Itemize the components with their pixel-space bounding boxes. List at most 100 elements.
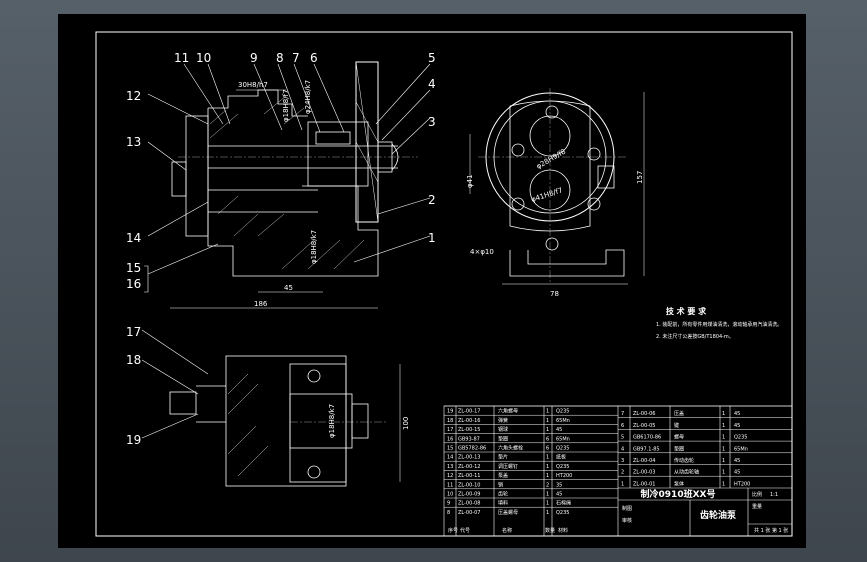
parts-qty: 1 <box>546 473 549 479</box>
tb-drawing-name: 齿轮油泵 <box>700 509 737 521</box>
parts-qty: 6 <box>546 446 549 452</box>
tech-line-1: 1. 装配前，所有零件用煤油清洗，滚动轴承用汽油清洗。 <box>656 321 782 328</box>
parts-no: 11 <box>447 482 453 488</box>
parts-no: 16 <box>447 436 453 442</box>
balloon-4: 4 <box>428 77 436 91</box>
dim-78: 78 <box>550 290 559 298</box>
parts-name: 螺母 <box>674 434 684 441</box>
drawing-canvas[interactable]: 30H8/h7 φ18H8/f7 φ24H8/k7 φ18H8/k7 45 18… <box>58 14 806 548</box>
tech-line-2: 2. 未注尺寸公差按GB/T1804-m。 <box>656 333 734 340</box>
parts-code: ZL-00-09 <box>458 492 480 498</box>
balloon-17: 17 <box>126 325 141 339</box>
balloon-15: 15 <box>126 261 141 275</box>
balloon-19: 19 <box>126 433 141 447</box>
dim-holes: 4×φ10 <box>470 248 494 256</box>
tb-scale-label: 比例 <box>752 491 762 498</box>
parts-name: 键 <box>674 422 679 429</box>
parts-name: 弹簧 <box>498 417 508 424</box>
parts-name: 从动齿轮轴 <box>674 469 699 476</box>
parts-mat: 纸板 <box>556 454 566 461</box>
parts-qty: 1 <box>722 458 725 464</box>
parts-mat: 65Mn <box>556 436 570 442</box>
parts-mat: 石棉绳 <box>556 500 571 507</box>
balloon-12: 12 <box>126 89 141 103</box>
parts-mat: Q235 <box>556 446 569 452</box>
parts-qty: 1 <box>722 411 725 417</box>
parts-name: 钢球 <box>498 426 508 433</box>
parts-name: 传动齿轮 <box>674 457 694 464</box>
parts-no: 9 <box>447 501 450 507</box>
parts-mat: Q235 <box>734 435 747 441</box>
parts-qty: 1 <box>722 446 725 452</box>
parts-mat: 45 <box>734 470 740 476</box>
parts-mat: 45 <box>734 411 740 417</box>
leader-lines <box>141 63 431 439</box>
parts-name: 泵盖 <box>498 472 508 479</box>
balloon-18: 18 <box>126 353 141 367</box>
parts-mat: 35 <box>556 482 562 488</box>
parts-name: 泵体 <box>674 480 684 487</box>
parts-code: ZL-00-08 <box>458 501 480 507</box>
tb-checked: 审核 <box>622 517 632 524</box>
parts-name: 六角头螺栓 <box>498 445 523 452</box>
balloon-10: 10 <box>196 51 211 65</box>
dim-41: φ41 <box>466 174 474 188</box>
parts-no: 8 <box>447 510 450 516</box>
parts-name: 销 <box>498 481 503 488</box>
parts-no: 19 <box>447 409 453 415</box>
parts-qty: 1 <box>546 464 549 470</box>
parts-name: 垫圈 <box>498 435 508 442</box>
parts-mat: Q235 <box>556 409 569 415</box>
tb-scale: 1:1 <box>770 492 778 498</box>
parts-no: 15 <box>447 446 453 452</box>
balloon-13: 13 <box>126 135 141 149</box>
parts-mat: 45 <box>556 427 562 433</box>
parts-no: 2 <box>621 470 624 476</box>
tech-title: 技 术 要 求 <box>666 306 707 316</box>
parts-qty: 1 <box>722 470 725 476</box>
parts-mat: 65Mn <box>734 446 748 452</box>
dim-fit-side1: φ28H9/f8 <box>535 148 567 171</box>
parts-no: 4 <box>621 446 624 452</box>
balloon-16: 16 <box>126 277 141 291</box>
parts-no: 1 <box>621 481 624 487</box>
parts-qty: 1 <box>722 423 725 429</box>
parts-mat: HT200 <box>734 481 750 487</box>
parts-code: ZL-00-05 <box>633 423 655 429</box>
tb-school: 制冷0910班XX号 <box>641 488 716 500</box>
parts-no: 6 <box>621 423 624 429</box>
parts-name: 垫片 <box>498 454 508 461</box>
balloon-9: 9 <box>250 51 258 65</box>
parts-qty: 1 <box>722 435 725 441</box>
parts-no: 7 <box>621 411 624 417</box>
front-section-view <box>170 61 418 309</box>
drawing-svg: 30H8/h7 φ18H8/f7 φ24H8/k7 φ18H8/k7 45 18… <box>95 31 793 537</box>
tb-header-qty: 数量 <box>545 527 555 534</box>
parts-code: GB5782-86 <box>458 446 486 452</box>
dim-157: 157 <box>636 171 644 184</box>
balloon-5: 5 <box>428 51 436 65</box>
tb-header-mat: 材料 <box>558 527 568 534</box>
parts-no: 5 <box>621 435 624 441</box>
bottom-view <box>169 355 401 487</box>
parts-qty: 1 <box>546 427 549 433</box>
parts-code: ZL-00-01 <box>633 481 655 487</box>
parts-name: 齿轮 <box>498 491 508 498</box>
parts-mat: 45 <box>734 458 740 464</box>
dim-fit-side2: φ41H8/f7 <box>530 186 563 204</box>
balloon-11: 11 <box>174 51 189 65</box>
parts-mat: 45 <box>556 492 562 498</box>
parts-mat: Q235 <box>556 464 569 470</box>
parts-qty: 1 <box>546 418 549 424</box>
tb-header-name: 名称 <box>502 527 512 534</box>
parts-qty: 6 <box>546 436 549 442</box>
tb-weight: 重量 <box>752 503 762 510</box>
balloon-1: 1 <box>428 231 436 245</box>
balloon-8: 8 <box>276 51 284 65</box>
parts-name: 压盖 <box>674 410 684 417</box>
dim-fit-24: φ24H8/k7 <box>304 80 312 114</box>
parts-name: 填料 <box>498 500 508 507</box>
parts-qty: 1 <box>546 409 549 415</box>
parts-name: 六角螺母 <box>498 408 518 415</box>
